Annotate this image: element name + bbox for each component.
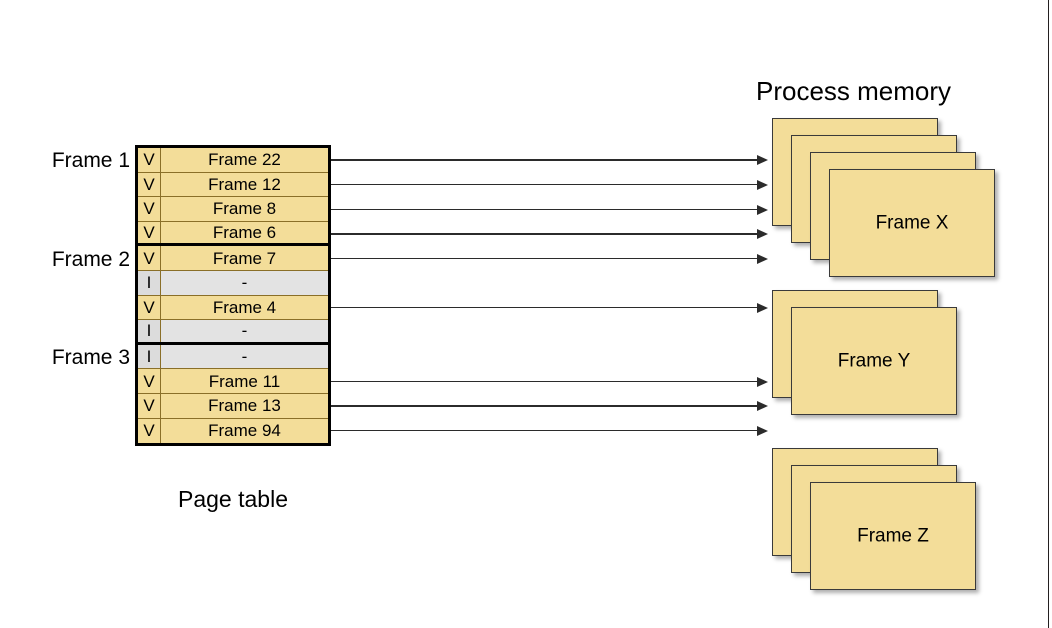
valid-bit-cell: I — [138, 344, 161, 369]
frame-value-cell: Frame 22 — [208, 150, 281, 170]
valid-bit-cell: V — [138, 221, 161, 244]
arrow-head-icon — [757, 401, 768, 412]
memory-frame-stack: Frame Z — [772, 448, 976, 590]
page-table: V Frame 22 V Frame 12 V Frame 8 V Frame 6 V Frame… — [135, 145, 331, 447]
memory-frame-label: Frame X — [875, 212, 949, 234]
page-table-row: V Frame 12 — [138, 172, 328, 198]
mapping-arrow — [331, 376, 768, 387]
valid-bit-cell: I — [138, 320, 161, 342]
valid-bit-cell: I — [138, 270, 161, 295]
arrow-head-icon — [757, 179, 768, 190]
valid-bit-cell: V — [138, 172, 161, 197]
page-table-row: V Frame 4 — [138, 295, 328, 321]
arrow-head-icon — [757, 155, 768, 166]
memory-frame-card: Frame Z — [810, 482, 976, 590]
memory-frame-label: Frame Y — [837, 350, 911, 372]
frame-value-cell: - — [241, 273, 248, 293]
arrow-shaft — [331, 159, 758, 161]
arrow-head-icon — [757, 376, 768, 387]
memory-frame-stack: Frame Y — [772, 290, 957, 415]
memory-frame-stack: Frame X — [772, 118, 995, 277]
mapping-arrow — [331, 302, 768, 313]
mapping-arrow — [331, 425, 768, 436]
page-table-caption: Page table — [178, 486, 288, 512]
arrow-shaft — [331, 380, 758, 383]
valid-bit-cell: V — [138, 393, 161, 418]
page-table-row: V Frame 7 — [138, 246, 328, 271]
arrow-head-icon — [757, 204, 768, 215]
frame-value-cell: Frame 7 — [212, 248, 277, 268]
arrow-head-icon — [757, 253, 768, 264]
arrow-shaft — [331, 208, 758, 211]
frame-group-label: Frame 3 — [51, 346, 130, 370]
page-table-row: I- — [138, 270, 328, 296]
arrow-shaft — [331, 405, 758, 407]
frame-value-cell: Frame 8 — [212, 199, 277, 219]
mapping-arrow — [331, 179, 768, 190]
arrow-shaft — [331, 429, 758, 432]
page-table-row: V Frame 11 — [138, 369, 328, 394]
page-table-row: I- — [138, 344, 328, 370]
mapping-arrow — [331, 155, 768, 166]
arrow-shaft — [331, 257, 758, 260]
memory-frame-card: Frame X — [829, 169, 995, 277]
valid-bit-cell: V — [138, 148, 161, 172]
process-memory-title: Process memory — [756, 76, 952, 106]
frame-group-label: Frame 2 — [51, 247, 130, 271]
mapping-arrow — [331, 401, 768, 412]
page-table-row: V Frame 8 — [138, 197, 328, 222]
arrow-shaft — [331, 183, 758, 186]
arrow-shaft — [331, 306, 758, 309]
frame-value-cell: Frame 11 — [208, 371, 281, 391]
page-table-row: V Frame 22 — [138, 148, 328, 173]
valid-bit-cell: V — [138, 418, 161, 444]
page-border-right — [1048, 0, 1049, 628]
page-table-row: I- — [138, 320, 328, 345]
arrow-head-icon — [757, 229, 768, 240]
mapping-arrow — [331, 253, 768, 264]
page-table-row: V Frame 94 — [138, 418, 328, 444]
valid-bit-cell: V — [138, 369, 161, 393]
valid-bit-cell: V — [138, 246, 161, 270]
frame-value-cell: - — [241, 347, 248, 367]
valid-bit-cell: V — [138, 197, 161, 221]
arrow-head-icon — [757, 302, 768, 313]
page-table-row: V Frame 13 — [138, 393, 328, 419]
frame-value-cell: Frame 12 — [208, 174, 281, 194]
frame-value-cell: Frame 4 — [212, 297, 277, 317]
frame-group-label: Frame 1 — [51, 149, 130, 173]
frame-value-cell: - — [241, 321, 248, 341]
frame-value-cell: Frame 6 — [212, 223, 277, 243]
arrow-shaft — [331, 233, 758, 235]
mapping-arrow — [331, 229, 768, 240]
memory-frame-card: Frame Y — [791, 307, 957, 415]
frame-value-cell: Frame 94 — [208, 421, 281, 441]
frame-value-cell: Frame 13 — [208, 396, 281, 416]
memory-frame-label: Frame Z — [857, 525, 929, 547]
page-table-row: V Frame 6 — [138, 221, 328, 247]
mapping-arrow — [331, 204, 768, 215]
valid-bit-cell: V — [138, 295, 161, 320]
arrow-head-icon — [757, 425, 768, 436]
